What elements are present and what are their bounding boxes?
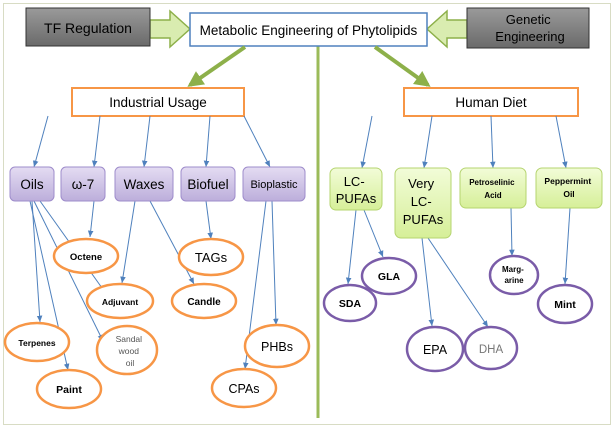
genetic-engineering-box <box>466 7 590 49</box>
phbs-node <box>243 323 311 369</box>
diet-boxes: LC- PUFAs Very LC- PUFAs Petroselinic Ac… <box>329 167 603 239</box>
edge-industrial-biofuel <box>203 115 211 168</box>
genetic-engineering-label: Genetic Engineering <box>495 12 564 44</box>
sandalwood-oil-node <box>95 324 159 376</box>
candle-label: Candle <box>187 297 221 308</box>
industrial-boxes: Oils ω-7 Waxes Biofuel Bioplastic <box>9 166 306 202</box>
edge-industrial-omega7 <box>91 115 101 168</box>
phbs-label: PHBs <box>261 340 293 354</box>
edge-verylc-dha <box>427 237 489 328</box>
margarine-label: Marg- arine <box>502 265 526 285</box>
peppermint-oil-box <box>535 167 603 209</box>
terpenes-label: Terpenes <box>18 338 55 348</box>
peppermint-oil-label: Peppermint Oil <box>544 176 593 199</box>
very-lc-pufas-box <box>394 167 452 239</box>
adjuvant-node <box>85 282 155 320</box>
edge-peppermint-mint <box>562 207 571 285</box>
sda-label: SDA <box>339 298 362 310</box>
sda-node <box>322 283 378 323</box>
octene-node <box>52 237 120 275</box>
edge-industrial-waxes <box>141 115 151 168</box>
edge-omega7-octene <box>87 200 95 238</box>
mint-label: Mint <box>554 299 576 311</box>
edge-industrial-bioplastic <box>243 115 271 168</box>
edge-diet-petroselinic <box>489 115 496 169</box>
bioplastic-box <box>242 166 306 202</box>
epa-node <box>405 325 465 373</box>
industrial-usage-box <box>71 87 245 117</box>
paint-label: Paint <box>56 384 82 396</box>
tags-label: TAGs <box>195 250 228 265</box>
oils-label: Oils <box>20 177 43 192</box>
very-lc-pufas-label: Very LC- PUFAs <box>403 176 444 227</box>
arrow-to-industrial <box>187 45 247 87</box>
edge-waxes-adjuvant <box>120 200 136 284</box>
edge-diet-verylc <box>422 115 433 169</box>
adjuvant-label: Adjuvant <box>102 297 139 307</box>
tags-node <box>177 237 245 277</box>
omega7-label: ω-7 <box>72 177 95 192</box>
metabolic-engineering-box <box>189 12 428 47</box>
edge-lcpufas-sda <box>345 209 357 285</box>
industrial-products: Octene TAGs Adjuvant Candle Terpenes San… <box>3 237 311 410</box>
edge-verylc-epa <box>421 237 435 327</box>
edge-lcpufas-gla <box>363 209 384 258</box>
candle-node <box>170 282 238 320</box>
biofuel-label: Biofuel <box>187 177 228 192</box>
tf-regulation-label: TF Regulation <box>44 20 132 36</box>
oils-box <box>9 166 55 202</box>
edge-diet-lcpufas <box>360 115 373 169</box>
petroselinic-acid-label: Petroselinic Acid <box>469 178 517 200</box>
left-input-arrow <box>149 9 192 49</box>
dha-label: DHA <box>479 344 504 356</box>
metabolic-engineering-label: Metabolic Engineering of Phytolipids <box>200 23 418 38</box>
edge-petroselinic-margarine <box>509 207 515 257</box>
industrial-usage-label: Industrial Usage <box>109 95 207 110</box>
connector-lines <box>29 115 571 371</box>
human-diet-label: Human Diet <box>455 95 527 110</box>
mint-node <box>536 283 594 325</box>
petroselinic-acid-box <box>459 167 527 209</box>
lc-pufas-label: LC- PUFAs <box>336 174 377 206</box>
edge-oils-terpenes <box>31 200 43 323</box>
terpenes-node <box>3 321 71 363</box>
edge-waxes-candle <box>149 200 195 285</box>
edge-industrial-oils <box>32 115 49 168</box>
margarine-node <box>488 254 540 296</box>
arrow-to-diet <box>373 45 431 87</box>
edge-bioplastic-phbs <box>271 200 279 326</box>
dha-node <box>463 325 519 371</box>
waxes-box <box>114 166 174 202</box>
cpas-label: CPAs <box>228 382 259 396</box>
edge-diet-peppermint <box>555 115 568 169</box>
lc-pufas-box <box>329 167 383 211</box>
gla-label: GLA <box>378 271 401 283</box>
epa-label: EPA <box>423 343 448 357</box>
waxes-label: Waxes <box>124 177 165 192</box>
sandalwood-oil-label: Sandal wood oil <box>116 334 145 368</box>
octene-label: Octene <box>70 252 102 263</box>
right-input-arrow <box>425 9 468 49</box>
edge-biofuel-tags <box>205 200 213 240</box>
gla-node <box>360 256 418 296</box>
tf-regulation-box <box>25 7 151 47</box>
human-diet-box <box>403 87 579 117</box>
diet-products: GLA SDA Marg- arine Mint EPA DHA <box>322 254 594 373</box>
omega7-box <box>60 166 106 202</box>
biofuel-box <box>180 166 236 202</box>
paint-node <box>35 368 103 410</box>
bioplastic-label: Bioplastic <box>250 179 298 191</box>
diagram-frame <box>3 3 611 425</box>
cpas-node <box>210 367 278 409</box>
